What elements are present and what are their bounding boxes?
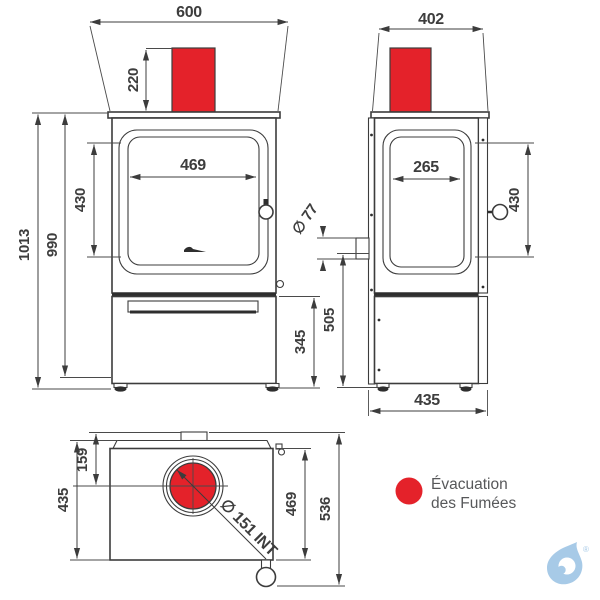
top-view: ∅ 151 INT 435 159 469 536 (55, 431, 345, 588)
dim-front-flue-offset: 220 (125, 68, 142, 92)
front-right-foot-base (266, 386, 279, 392)
front-door-handle (258, 204, 274, 220)
side-base (373, 295, 480, 385)
dim-front-body-height: 990 (44, 233, 61, 257)
side-body-base-joint (374, 293, 479, 296)
side-rear-foot-base (377, 386, 389, 392)
dim-front-total-height: 1013 (16, 229, 33, 261)
side-front-foot-base (460, 386, 472, 392)
dim-side-depth: 402 (418, 11, 444, 28)
dim-front-base-height: 345 (292, 330, 309, 354)
dim-top-total-depth: 536 (317, 497, 334, 521)
top-hinge-detail (275, 443, 283, 450)
top-rear-tab (180, 431, 208, 442)
legend-label-line2: des Fumées (431, 495, 517, 512)
side-front-edge (477, 117, 489, 294)
logo-registered-mark: ® (583, 545, 589, 554)
front-body-base-joint (112, 293, 276, 296)
side-door-handle-knob (491, 203, 509, 221)
rear-smoke-outlet-stub (355, 237, 370, 260)
side-window-glass (389, 136, 465, 268)
front-body (111, 117, 277, 294)
side-top-plate (370, 111, 490, 119)
ext-line (89, 25, 111, 112)
dim-outlet-axis-height: 505 (321, 308, 338, 332)
legend-label-line1: Évacuation (431, 476, 508, 493)
top-hinge-pin (277, 448, 286, 456)
front-view: 600 220 469 430 990 1013 345 (16, 4, 320, 392)
top-rear-plate (112, 439, 272, 450)
door-brand-mark (184, 246, 206, 252)
ext-line (372, 32, 380, 112)
dim-top-depth: 435 (55, 488, 72, 512)
front-hinge-pin (275, 279, 285, 289)
rivet (481, 138, 485, 142)
flue-diameter-leader (176, 469, 267, 560)
side-window-frame (382, 129, 472, 275)
rivet (370, 288, 373, 292)
side-base-front-edge (477, 295, 489, 385)
dim-front-glass-height: 430 (72, 188, 89, 212)
side-flue-outlet (389, 47, 432, 113)
rivet (370, 133, 373, 137)
legend: Évacuation des Fumées (395, 476, 517, 512)
rivet (481, 285, 485, 289)
ext-line (277, 25, 289, 112)
front-door-glass (127, 136, 260, 266)
front-base-groove (127, 300, 259, 313)
dim-front-glass-width: 469 (180, 157, 206, 174)
dim-top-flue-center-offset: 159 (74, 448, 91, 472)
dim-side-base-depth: 435 (414, 392, 440, 409)
front-flue-outlet (171, 47, 216, 113)
front-left-foot-base (114, 386, 127, 392)
dim-outlet-diameter: ∅ 77 (289, 201, 322, 238)
dim-side-glass-width: 265 (413, 159, 439, 176)
door-latch (263, 199, 269, 207)
legend-red-dot (395, 477, 423, 505)
dim-front-width: 600 (176, 4, 202, 21)
rivet (370, 213, 373, 217)
dim-top-width: 469 (283, 492, 300, 516)
brand-logo: ® (547, 542, 589, 585)
top-door-handle-knob (255, 566, 277, 588)
rivet (377, 318, 381, 322)
ext-line (482, 32, 489, 112)
rivet (377, 368, 381, 372)
logo-inner-dot (557, 565, 566, 575)
side-view: 402 265 430 ∅ 77 505 435 (289, 11, 534, 416)
front-top-plate (107, 111, 281, 119)
dim-side-glass-height: 430 (506, 188, 523, 212)
